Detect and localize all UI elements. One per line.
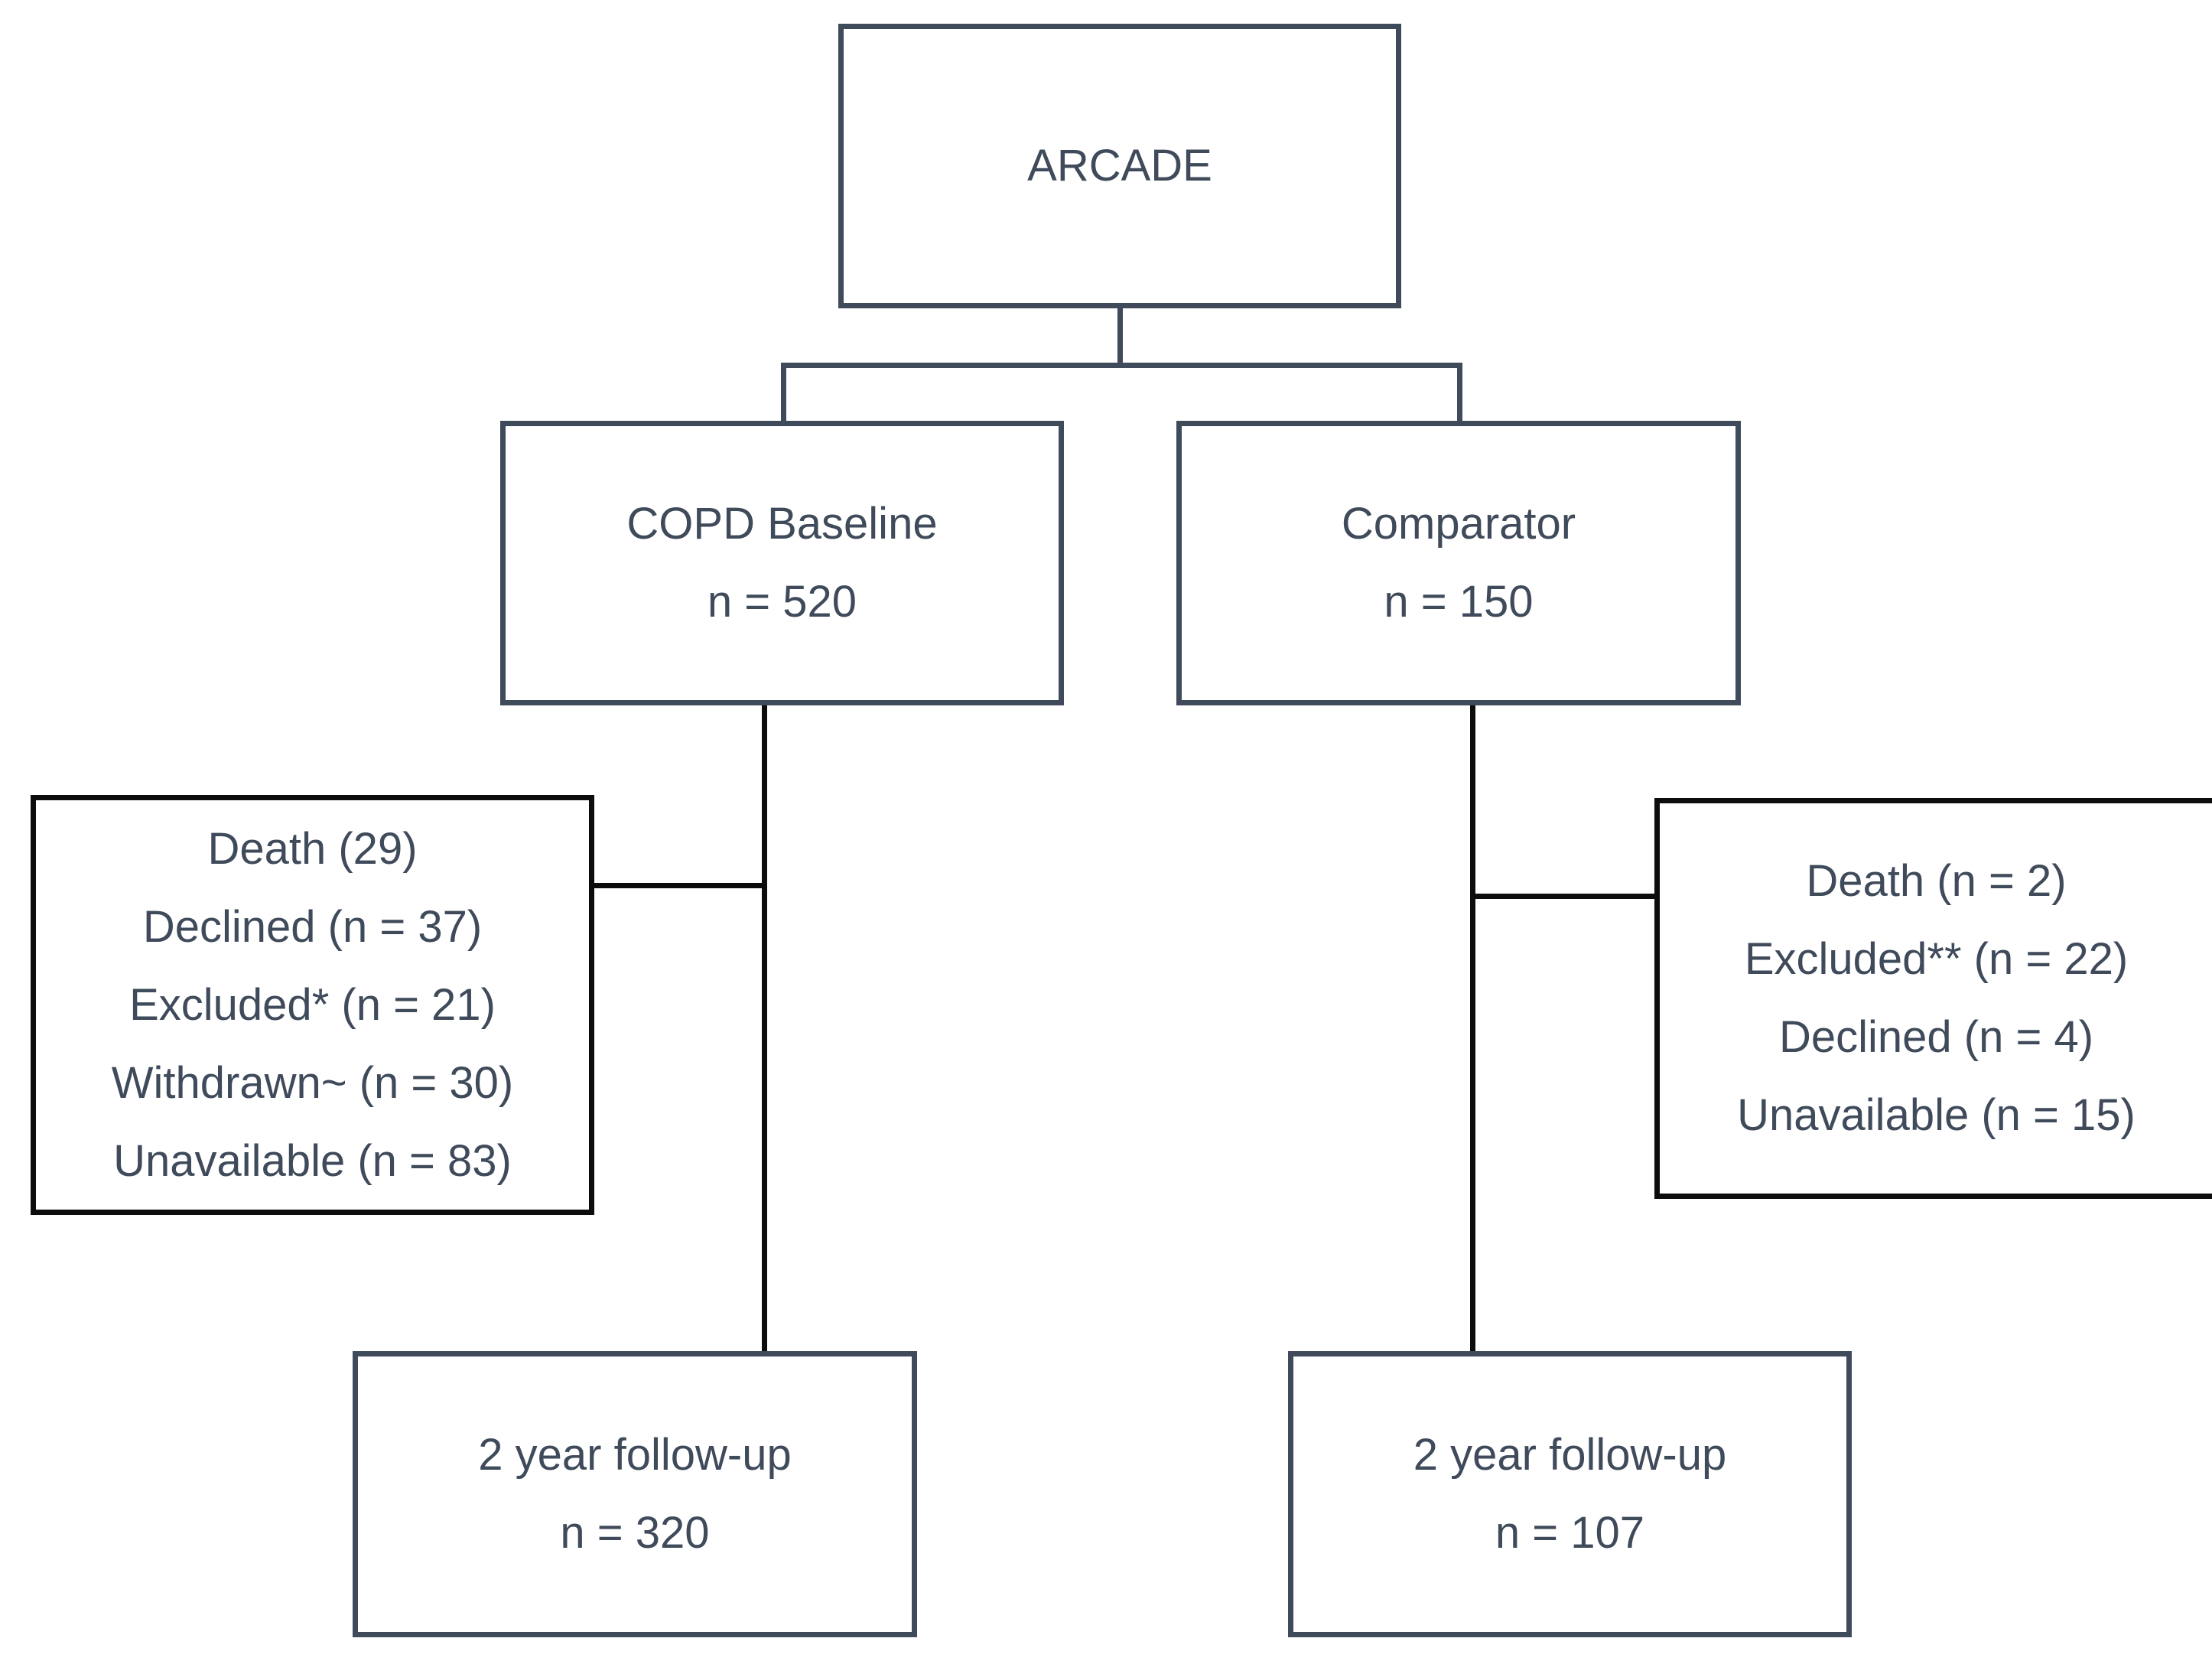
copd-exclusions-box: Death (29) Declined (n = 37) Excluded* (… — [31, 795, 594, 1215]
comparator-title: Comparator — [1341, 499, 1576, 549]
comparator-exclusion-declined: Declined (n = 4) — [1778, 1012, 2094, 1062]
root-title: ARCADE — [1027, 141, 1212, 191]
copd-baseline-count: n = 520 — [707, 577, 857, 627]
copd-followup-box: 2 year follow-up n = 320 — [353, 1351, 917, 1637]
copd-exclusion-excluded: Excluded* (n = 21) — [129, 979, 496, 1030]
comparator-box: Comparator n = 150 — [1176, 421, 1741, 705]
comparator-followup-box: 2 year follow-up n = 107 — [1288, 1351, 1852, 1637]
comparator-exclusion-death: Death (n = 2) — [1806, 856, 2067, 906]
comparator-exclusions-box: Death (n = 2) Excluded** (n = 22) Declin… — [1654, 798, 2212, 1199]
comparator-exclusion-unavailable: Unavailable (n = 15) — [1737, 1090, 2136, 1140]
copd-baseline-box: COPD Baseline n = 520 — [500, 421, 1064, 705]
comparator-count: n = 150 — [1384, 577, 1534, 627]
comparator-exclusion-excluded: Excluded** (n = 22) — [1744, 934, 2129, 984]
connector-root-stem — [1117, 306, 1123, 366]
copd-exclusion-death: Death (29) — [207, 823, 418, 874]
connector-right-drop — [1457, 363, 1462, 424]
comparator-followup-count: n = 107 — [1495, 1508, 1645, 1558]
connector-left-branch — [592, 883, 767, 888]
connector-left-drop — [781, 363, 786, 424]
copd-exclusion-withdrawn: Withdrawn~ (n = 30) — [111, 1057, 514, 1108]
copd-followup-count: n = 320 — [560, 1508, 710, 1558]
connector-right-trunk — [1470, 702, 1475, 1354]
root-box: ARCADE — [838, 24, 1401, 308]
comparator-followup-title: 2 year follow-up — [1413, 1430, 1727, 1480]
connector-left-trunk — [762, 702, 767, 1354]
copd-baseline-title: COPD Baseline — [626, 499, 938, 549]
copd-followup-title: 2 year follow-up — [478, 1430, 792, 1480]
copd-exclusion-declined: Declined (n = 37) — [142, 901, 483, 952]
connector-right-branch — [1470, 894, 1655, 899]
copd-exclusion-unavailable: Unavailable (n = 83) — [113, 1135, 512, 1186]
connector-root-bar — [781, 363, 1462, 368]
